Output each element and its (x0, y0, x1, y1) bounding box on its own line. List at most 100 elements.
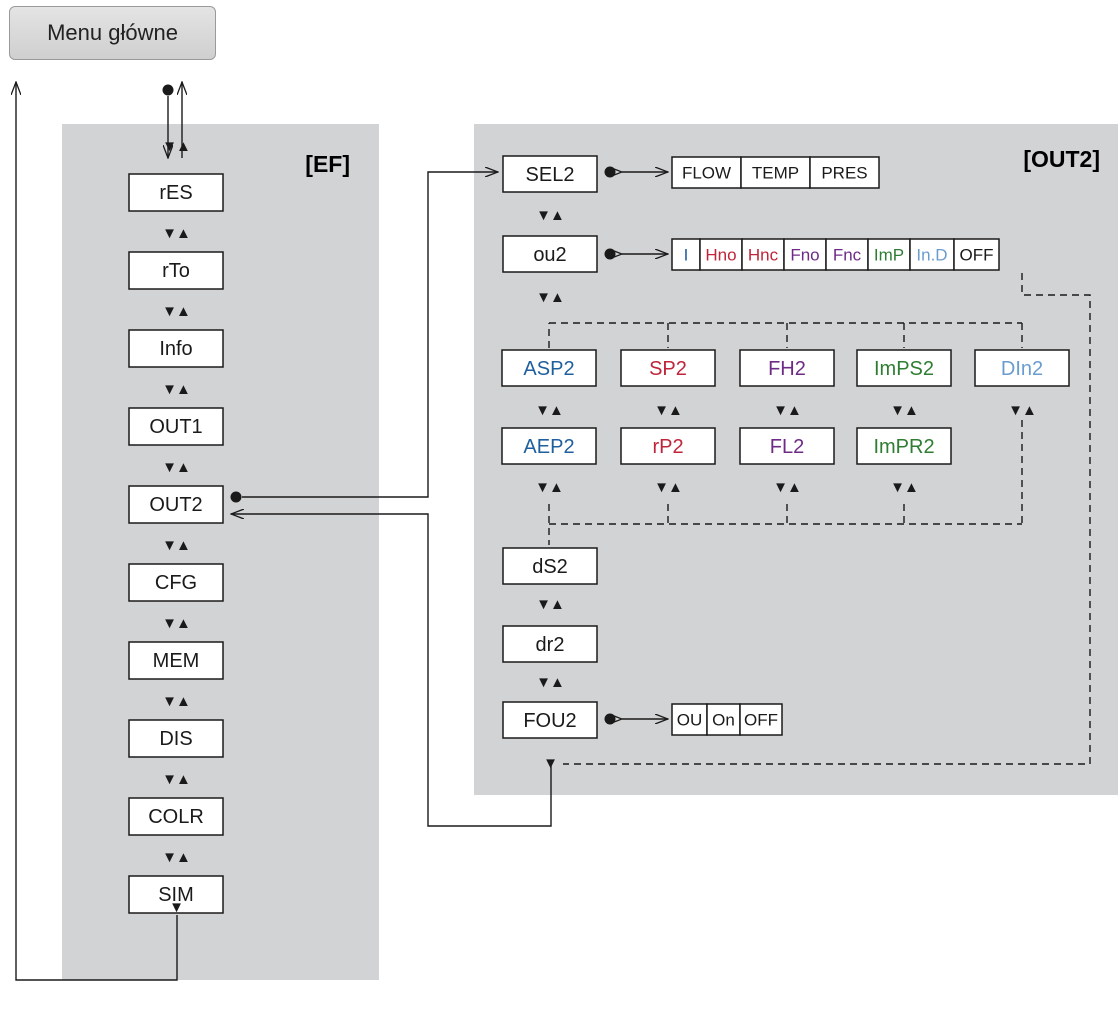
ou2-nav: ▼▲ (536, 289, 564, 306)
ef-item-out1 (128, 407, 224, 446)
main-menu-button[interactable]: Menu główne (9, 6, 216, 60)
branch-impr2 (856, 427, 952, 465)
fou2-options-cell-1 (706, 703, 741, 736)
ds2-nav: ▼▲ (536, 596, 564, 613)
ef-item-rto-label: rTo (162, 260, 190, 282)
branch-fl2-label: FL2 (770, 436, 804, 458)
branch-rp2 (620, 427, 716, 465)
branch-asp2 (501, 349, 597, 387)
ou2-options-cell-5 (867, 238, 911, 271)
branch-sp2-label: SP2 (649, 358, 687, 380)
branch-row1-nav-2: ▼▲ (773, 402, 801, 419)
ef-item-dis-label: DIS (159, 728, 192, 750)
ou2-dot (604, 248, 616, 260)
ef-bottom-nav: ▼ (169, 899, 183, 916)
ef-item-dis-nav: ▼▲ (162, 771, 190, 788)
out2-return-line (231, 514, 552, 827)
sel2-options-option-1: TEMP (752, 164, 799, 183)
branch-asp2-label: ASP2 (523, 358, 574, 380)
ef-item-info-nav: ▼▲ (162, 381, 190, 398)
sel2-options-cell-2 (809, 156, 880, 189)
out2-fou2-label: FOU2 (523, 710, 576, 732)
ef-item-cfg-nav: ▼▲ (162, 615, 190, 632)
branch-imps2 (856, 349, 952, 387)
out2-ds2-label: dS2 (532, 556, 568, 578)
ou2-options-cell-3 (783, 238, 827, 271)
branch-fl2 (739, 427, 835, 465)
ou2-options-cell-1 (699, 238, 743, 271)
sel2-options-option-2: PRES (821, 164, 867, 183)
ef-item-out2 (128, 485, 224, 524)
branch-row2-nav-3: ▼▲ (890, 479, 918, 496)
ou2-options-cell-7 (953, 238, 1000, 271)
ef-top-nav: ▼▲ (162, 138, 190, 155)
sel2-options-option-0: FLOW (682, 164, 731, 183)
branch-row2-nav-2: ▼▲ (773, 479, 801, 496)
ef-item-sim (128, 875, 224, 914)
sel2-nav: ▼▲ (536, 207, 564, 224)
out2-fou2 (502, 701, 598, 739)
ou2-options-option-3: Fno (790, 246, 819, 265)
out2-dr2 (502, 625, 598, 663)
ou2-options-option-4: Fnc (833, 246, 862, 265)
fou2-options-option-0: OU (677, 711, 703, 730)
branch-row1-nav-3: ▼▲ (890, 402, 918, 419)
return-line (16, 82, 178, 981)
fou2-options-option-1: On (712, 711, 735, 730)
ef-item-mem-label: MEM (153, 650, 200, 672)
sel2-options-cell-1 (740, 156, 811, 189)
ou2-options-option-7: OFF (960, 246, 994, 265)
out2-ou2-label: ou2 (533, 244, 566, 266)
ef-item-mem-nav: ▼▲ (162, 693, 190, 710)
branch-aep2 (501, 427, 597, 465)
ou2-options-option-2: Hnc (748, 246, 779, 265)
branch-din2 (974, 349, 1070, 387)
ef-panel-label: [EF] (305, 151, 350, 177)
entry-dot (162, 84, 174, 96)
ef-item-rto (128, 251, 224, 290)
ef-item-res-label: rES (159, 182, 192, 204)
out2-panel-label: [OUT2] (1023, 146, 1100, 172)
branch-aep2-label: AEP2 (523, 436, 574, 458)
ef-item-res-nav: ▼▲ (162, 225, 190, 242)
ef-item-rto-nav: ▼▲ (162, 303, 190, 320)
branch-rp2-label: rP2 (652, 436, 683, 458)
branch-row2-nav-0: ▼▲ (535, 479, 563, 496)
branch-fh2 (739, 349, 835, 387)
ou2-options-cell-2 (741, 238, 785, 271)
ef-item-cfg (128, 563, 224, 602)
ef-item-out1-nav: ▼▲ (162, 459, 190, 476)
ef-item-colr (128, 797, 224, 836)
ef-item-res (128, 173, 224, 212)
ou2-options-option-0: I (684, 246, 689, 265)
out2-enter-line (242, 172, 498, 498)
out2-sel2-label: SEL2 (526, 164, 575, 186)
ef-item-dis (128, 719, 224, 758)
fou2-options-cell-2 (739, 703, 783, 736)
ef-item-info-label: Info (159, 338, 192, 360)
fou2-options-cell-0 (671, 703, 708, 736)
ef-item-cfg-label: CFG (155, 572, 197, 594)
sel2-dot (604, 166, 616, 178)
fou2-dot (604, 713, 616, 725)
ou2-options-option-5: ImP (874, 246, 904, 265)
branch-row2-nav-1: ▼▲ (654, 479, 682, 496)
branch-fh2-label: FH2 (768, 358, 806, 380)
ef-item-out2-label: OUT2 (149, 494, 202, 516)
ef-item-mem (128, 641, 224, 680)
branch-sp2 (620, 349, 716, 387)
ef-item-out1-label: OUT1 (149, 416, 202, 438)
out2-enter-dot (230, 491, 242, 503)
out2-dr2-label: dr2 (536, 634, 565, 656)
fou2-options-option-2: OFF (744, 711, 778, 730)
ef-item-sim-label: SIM (158, 884, 194, 906)
ef-item-out2-nav: ▼▲ (162, 537, 190, 554)
ou2-options-option-1: Hno (705, 246, 736, 265)
branch-dashes (548, 273, 1091, 765)
dr2-nav: ▼▲ (536, 674, 564, 691)
out2-ds2 (502, 547, 598, 585)
out2-ou2 (502, 235, 598, 273)
ou2-options-option-6: In.D (916, 246, 947, 265)
fou2-nav: ▼ (543, 755, 557, 772)
